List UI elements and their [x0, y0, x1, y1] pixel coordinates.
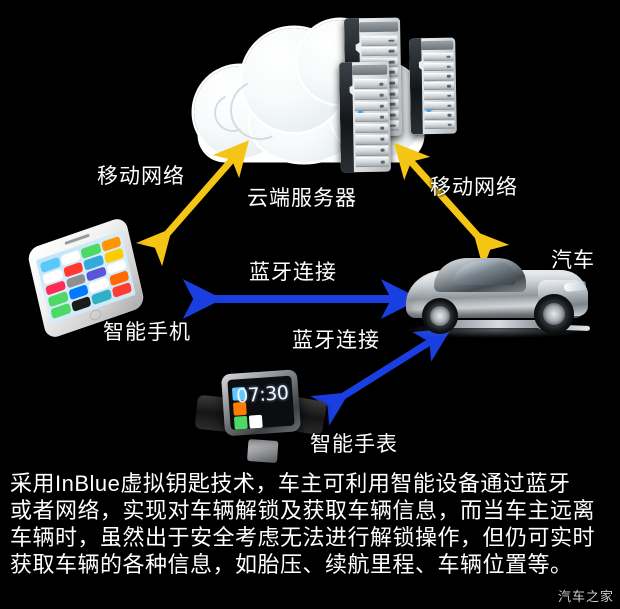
label-cloud-server: 云端服务器 [247, 187, 357, 210]
watch-buckle [247, 438, 279, 464]
bluetooth-arrow-phone-to-car [182, 279, 421, 319]
label-car: 汽车 [551, 249, 595, 272]
car-wheel [534, 294, 574, 334]
server-drive-bays [423, 52, 455, 130]
car-windshield [454, 261, 516, 285]
network-arrow-phone-to-cloud [135, 140, 249, 267]
server-top-panel [358, 21, 398, 33]
bluetooth-arrow-watch-to-car [310, 328, 452, 426]
caption-block: 采用InBlue虚拟钥匙技术，车主可利用智能设备通过蓝牙 或者网络，实现对车辆解… [0, 470, 620, 578]
watch-case: 07:30 [220, 369, 302, 437]
server-top-panel [352, 64, 388, 76]
label-bluetooth-phone-car: 蓝牙连接 [249, 261, 337, 284]
server-rack-icon [339, 61, 391, 173]
caption-line: 采用InBlue虚拟钥匙技术，车主可利用智能设备通过蓝牙 [10, 471, 571, 496]
watch-time-display: 07:30 [235, 381, 290, 408]
car-wheel [422, 298, 458, 334]
network-arrow-car-to-cloud [393, 142, 510, 269]
label-mobile-network-left: 移动网络 [97, 165, 185, 188]
phone-screen [35, 231, 136, 325]
server-bezel [409, 38, 423, 135]
label-bluetooth-watch-car: 蓝牙连接 [292, 329, 380, 352]
label-smartphone: 智能手机 [103, 321, 191, 344]
caption-line: 获取车辆的各种信息，如胎压、续航里程、车辆位置等。 [10, 552, 573, 577]
watermark: 汽车之家 [557, 589, 614, 604]
label-smartwatch: 智能手表 [310, 433, 398, 456]
server-rack-icon [409, 37, 457, 135]
car-side-skirt [444, 320, 554, 328]
watch-screen: 07:30 [227, 375, 295, 430]
server-top-panel [421, 40, 454, 50]
label-mobile-network-right: 移动网络 [430, 176, 518, 199]
server-bezel [339, 62, 354, 173]
server-drive-bays [354, 78, 389, 168]
caption-line: 车辆时，虽然出于安全考虑无法进行解锁操作，但仍可实时 [10, 525, 596, 550]
caption-line: 或者网络，实现对车辆解锁及获取车辆信息，而当车主远离 [10, 498, 596, 523]
car-illustration [398, 252, 594, 340]
